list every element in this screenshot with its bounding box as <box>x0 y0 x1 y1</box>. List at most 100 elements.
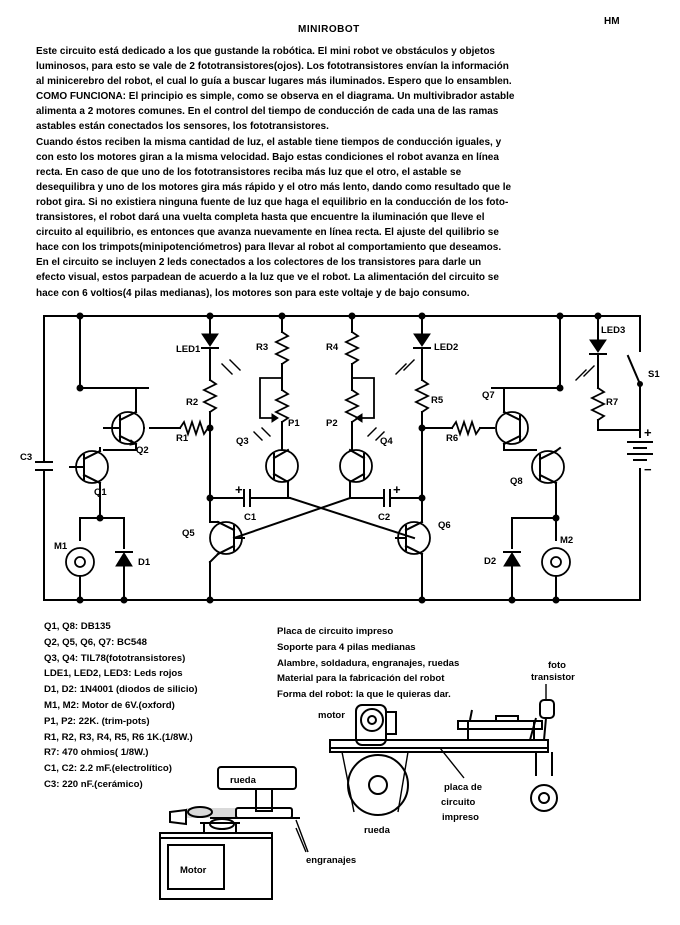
resistor-r5 <box>413 378 431 414</box>
label-q5: Q5 <box>182 528 195 539</box>
label-rueda-side: rueda <box>364 825 391 836</box>
label-battery-plus: + <box>644 425 652 440</box>
transistor-q7 <box>495 411 529 445</box>
label-q8: Q8 <box>510 476 523 487</box>
label-rueda-top: rueda <box>230 775 257 786</box>
phototransistor-q4 <box>339 449 373 483</box>
circuit-board <box>457 720 543 730</box>
motor-side-circle <box>360 708 384 732</box>
materials-item: Placa de circuito impreso <box>277 626 394 637</box>
text-line: con esto los motores giran a la misma ve… <box>36 151 499 163</box>
label-c1: C1 <box>244 512 257 523</box>
motor-body <box>159 832 273 900</box>
resistor-r4 <box>343 330 361 366</box>
label-q1: Q1 <box>94 487 107 498</box>
label-r5: R5 <box>431 395 444 406</box>
document-title: MINIROBOT <box>298 24 360 35</box>
led2-symbol <box>413 333 431 347</box>
label-r2: R2 <box>186 397 198 408</box>
label-battery-minus: − <box>644 462 652 477</box>
caster-wheel <box>530 784 558 812</box>
parts-item: C3: 220 nF.(cerámico) <box>44 778 143 790</box>
gearbox-drawing <box>159 766 309 900</box>
label-c2-plus: + <box>393 482 401 497</box>
label-q7: Q7 <box>482 390 495 401</box>
text-line: robot gira. Si no existiera ninguna fuen… <box>36 196 509 208</box>
label-c1-plus: + <box>235 482 243 497</box>
text-line: astables están conectados los sensores, … <box>36 121 329 133</box>
led1-symbol <box>201 333 219 347</box>
resistor-r6 <box>450 419 482 437</box>
text-line: hace con 6 voltios(4 pilas medianas), lo… <box>36 287 470 299</box>
label-q4: Q4 <box>380 436 393 447</box>
materials-item: Soporte para 4 pilas medianas <box>277 641 416 653</box>
label-m2: M2 <box>560 535 573 546</box>
label-d2: D2 <box>484 556 496 567</box>
label-engranajes: engranajes <box>306 855 356 866</box>
label-s1: S1 <box>648 369 660 380</box>
diode-d1 <box>115 551 133 601</box>
label-r3: R3 <box>256 342 268 353</box>
label-placa-2: circuito <box>441 797 476 808</box>
parts-item: Q3, Q4: TIL78(fototransistores) <box>44 652 186 664</box>
label-m1: M1 <box>54 541 68 552</box>
text-line: En el circuito se incluyen 2 leds conect… <box>36 257 482 269</box>
text-line: COMO FUNCIONA: El principio es simple, c… <box>36 91 515 103</box>
text-line: Este circuito está dedicado a los que gu… <box>36 46 495 57</box>
worm-gear <box>187 806 213 818</box>
label-q3: Q3 <box>236 436 249 447</box>
diode-d2 <box>503 551 521 601</box>
label-r4: R4 <box>326 342 339 353</box>
label-placa-1: placa de <box>444 782 482 793</box>
label-c3: C3 <box>20 452 32 463</box>
materials-item: Material para la fabricación del robot <box>277 673 445 685</box>
label-motor-side: motor <box>318 710 345 721</box>
label-r1: R1 <box>176 433 189 444</box>
parts-item: R7: 470 ohmios( 1/8W.) <box>44 747 149 759</box>
robot-side-view <box>329 684 558 816</box>
label-led3: LED3 <box>601 325 625 336</box>
label-motor-box: Motor <box>180 865 207 876</box>
text-line: alimenta a 2 motores comunes. En el cont… <box>36 106 499 118</box>
led3-symbol <box>589 339 607 353</box>
parts-item: Q2, Q5, Q6, Q7: BC548 <box>44 636 147 648</box>
parts-item: R1, R2, R3, R4, R5, R6 1K.(1/8W.) <box>44 731 193 743</box>
label-c2: C2 <box>378 512 390 523</box>
label-led2: LED2 <box>434 342 458 353</box>
phototransistor-drawing <box>539 699 555 719</box>
text-line: efecto visual, estos parpadean de acuerd… <box>36 272 499 284</box>
resistor-r2 <box>201 378 219 414</box>
label-foto-1: foto <box>548 660 566 671</box>
materials-list: Placa de circuito impreso Soporte para 4… <box>277 624 459 703</box>
label-r7: R7 <box>606 397 618 408</box>
label-led1: LED1 <box>176 344 201 355</box>
materials-item: Forma del robot: la que le quieras dar. <box>277 689 451 701</box>
chassis <box>329 739 549 753</box>
text-line: circuito al equilibrio, es entonces que … <box>36 227 499 239</box>
label-p1: P1 <box>288 418 300 429</box>
label-d1: D1 <box>138 557 151 568</box>
label-q2: Q2 <box>136 445 149 456</box>
parts-item: Q1, Q8: DB135 <box>44 621 111 632</box>
text-line: al minicerebro del robot, el cual lo guí… <box>36 76 512 88</box>
label-foto-2: transistor <box>531 672 575 683</box>
resistor-r7 <box>589 386 607 422</box>
label-placa-3: impreso <box>442 812 479 823</box>
switch-s1 <box>626 354 642 386</box>
description-text: Este circuito está dedicado a los que gu… <box>36 44 636 301</box>
text-line: recta. En caso de que uno de los fototra… <box>36 166 462 178</box>
text-line: hace con los trimpots(minipotenciómetros… <box>36 242 502 254</box>
label-p2: P2 <box>326 418 338 429</box>
transistor-q8 <box>531 450 565 484</box>
parts-item: D1, D2: 1N4001 (diodos de silicio) <box>44 684 198 696</box>
text-line: luminosos, para esto se vale de 2 fototr… <box>36 61 509 73</box>
parts-item: C1, C2: 2.2 mF.(electrolítico) <box>44 763 172 775</box>
trimpot-p1 <box>273 388 291 424</box>
parts-item: P1, P2: 22K. (trim-pots) <box>44 715 150 727</box>
parts-list: Q1, Q8: DB135 Q2, Q5, Q6, Q7: BC548 Q3, … <box>44 619 198 793</box>
resistor-r1 <box>178 419 210 437</box>
author-initials: HM <box>604 16 620 27</box>
